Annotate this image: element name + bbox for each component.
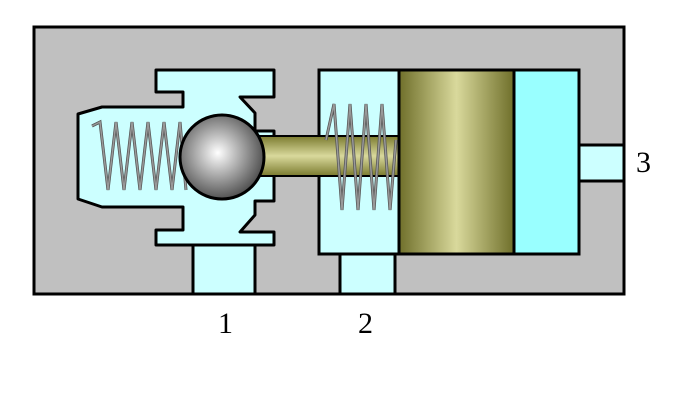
port-2-label: 2 (358, 307, 373, 340)
check-ball (178, 113, 266, 201)
push-rod (251, 135, 401, 177)
port-2-passage (338, 252, 397, 296)
ball-spring (91, 119, 188, 191)
piston-spring (324, 103, 398, 211)
port-1-label: 1 (218, 307, 233, 340)
port-3-passage (577, 143, 626, 183)
piston (397, 68, 516, 256)
port-1-passage (191, 243, 257, 296)
port-3-label: 3 (636, 146, 651, 179)
